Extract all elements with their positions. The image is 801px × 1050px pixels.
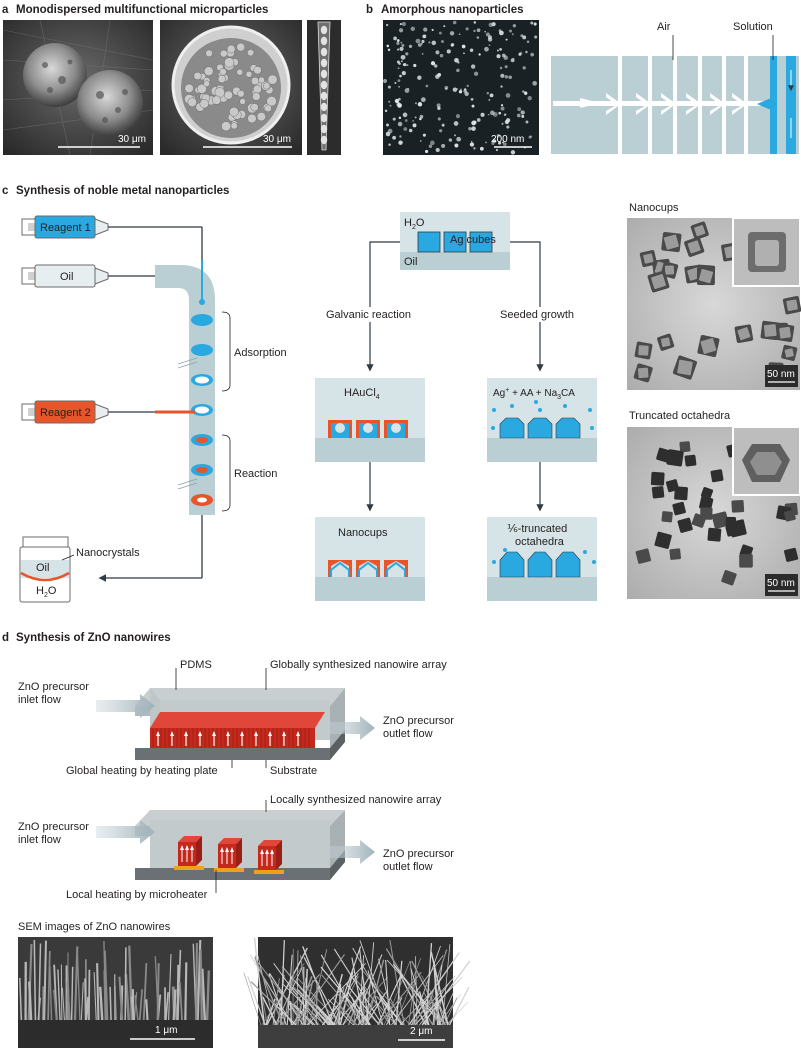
panel-a-title: Monodispersed multifunctional microparti… xyxy=(16,4,268,16)
truncated-result-box: ⅙-truncated octahedra xyxy=(487,517,597,601)
local-array-label: Locally synthesized nanowire array xyxy=(270,794,442,806)
haucl4-box: HAuCl4 xyxy=(315,378,425,462)
seeded-growth-box: Ag+ + AA + Na3CA xyxy=(487,378,597,462)
galvanic-reaction-label: Galvanic reaction xyxy=(326,309,411,321)
channel-image-droplets xyxy=(307,20,341,155)
scale-label-sem1: 1 μm xyxy=(155,1025,177,1036)
panel-a: a Monodispersed multifunctional micropar… xyxy=(2,4,341,156)
local-heating-label: Local heating by microheater xyxy=(66,889,208,901)
collection-vial: Oil H2O Nanocrystals xyxy=(19,536,140,603)
nanocups-result-box: Nanocups xyxy=(315,517,425,601)
truncated-em-label: Truncated octahedra xyxy=(629,410,731,422)
inlet-label-2a: ZnO precursor xyxy=(18,821,89,833)
scale-label-a2: 30 μm xyxy=(263,134,291,145)
ag-reagents-label: Ag+ + AA + Na3CA xyxy=(493,387,575,401)
adsorption-label: Adsorption xyxy=(234,347,287,359)
reaction-bracket: Reaction xyxy=(221,434,277,512)
panel-b: b Amorphous nanoparticles 200 nm Air Sol… xyxy=(366,4,799,155)
inlet-label-1b: inlet flow xyxy=(18,694,61,706)
truncated-box-label-2: octahedra xyxy=(515,536,565,548)
sem-title: SEM images of ZnO nanowires xyxy=(18,921,171,933)
scale-label-sem2: 2 μm xyxy=(410,1026,432,1037)
panel-c: c Synthesis of noble metal nanoparticles… xyxy=(2,185,801,603)
pdms-label: PDMS xyxy=(180,659,212,671)
scale-label-a1: 30 μm xyxy=(118,134,146,145)
truncated-box-label-1: ⅙-truncated xyxy=(507,523,567,535)
sem-image-zno-aligned: 1 μm xyxy=(18,937,213,1048)
outlet-label-2b: outlet flow xyxy=(383,861,433,873)
nanocups-em-label: Nanocups xyxy=(629,202,679,214)
reaction-tube xyxy=(98,260,215,582)
syringe-reagent-2: Reagent 2 xyxy=(21,400,195,424)
panel-d-letter: d xyxy=(2,632,9,644)
sem-image-zno-random: 2 μm xyxy=(243,937,471,1048)
adsorption-bracket: Adsorption xyxy=(221,311,287,392)
inlet-label-1a: ZnO precursor xyxy=(18,681,89,693)
air-label: Air xyxy=(657,21,671,33)
reagent-1-label: Reagent 1 xyxy=(40,222,91,234)
panel-b-title: Amorphous nanoparticles xyxy=(381,4,524,16)
panel-d: d Synthesis of ZnO nanowires xyxy=(2,632,471,1048)
outlet-label-1b: outlet flow xyxy=(383,728,433,740)
sem-image-microparticles-pair: 30 μm xyxy=(2,19,154,156)
global-heating-label: Global heating by heating plate xyxy=(66,765,218,777)
amorphous-chip-diagram: Air Solution xyxy=(551,21,799,154)
panel-a-letter: a xyxy=(2,4,9,16)
solution-label: Solution xyxy=(733,21,773,33)
panel-c-letter: c xyxy=(2,185,9,197)
scale-label-em2: 50 nm xyxy=(767,578,795,589)
ag-cubes-start-box: H2O Ag cubes Oil xyxy=(400,212,510,270)
box-oil-label: Oil xyxy=(404,256,417,268)
scale-label-em1: 50 nm xyxy=(767,369,795,380)
oil-syringe-label: Oil xyxy=(60,271,73,283)
local-heating-device xyxy=(96,800,375,893)
nanocrystals-label: Nanocrystals xyxy=(76,547,140,559)
tem-image-amorphous-nanoparticles: 200 nm xyxy=(383,20,539,155)
reaction-label: Reaction xyxy=(234,468,277,480)
outlet-label-2a: ZnO precursor xyxy=(383,848,454,860)
tem-image-nanocups: 50 nm xyxy=(627,217,801,390)
outlet-label-1a: ZnO precursor xyxy=(383,715,454,727)
panel-b-letter: b xyxy=(366,4,373,16)
panel-c-title: Synthesis of noble metal nanoparticles xyxy=(16,185,229,197)
scale-label-b: 200 nm xyxy=(491,134,524,145)
flow-arrows xyxy=(366,241,544,512)
reagent-2-label: Reagent 2 xyxy=(40,407,91,419)
haucl4-label: HAuCl4 xyxy=(344,387,380,401)
tem-image-truncated-octahedra: 50 nm xyxy=(627,426,801,599)
global-array-label: Globally synthesized nanowire array xyxy=(270,659,447,671)
sem-image-microparticle-interior: 30 μm xyxy=(160,20,302,155)
panel-d-title: Synthesis of ZnO nanowires xyxy=(16,632,171,644)
syringe-reagent-1: Reagent 1 xyxy=(21,215,203,278)
global-heating-device xyxy=(96,668,375,768)
substrate-label: Substrate xyxy=(270,765,317,777)
syringe-oil: Oil xyxy=(21,264,155,288)
inlet-label-2b: inlet flow xyxy=(18,834,61,846)
ag-cubes-label: Ag cubes xyxy=(450,234,496,246)
vial-oil-label: Oil xyxy=(36,562,49,574)
seeded-growth-label: Seeded growth xyxy=(500,309,574,321)
nanocups-box-label: Nanocups xyxy=(338,527,388,539)
box-water-label: H2O xyxy=(404,217,425,231)
vial-water-label: H2O xyxy=(36,585,57,599)
